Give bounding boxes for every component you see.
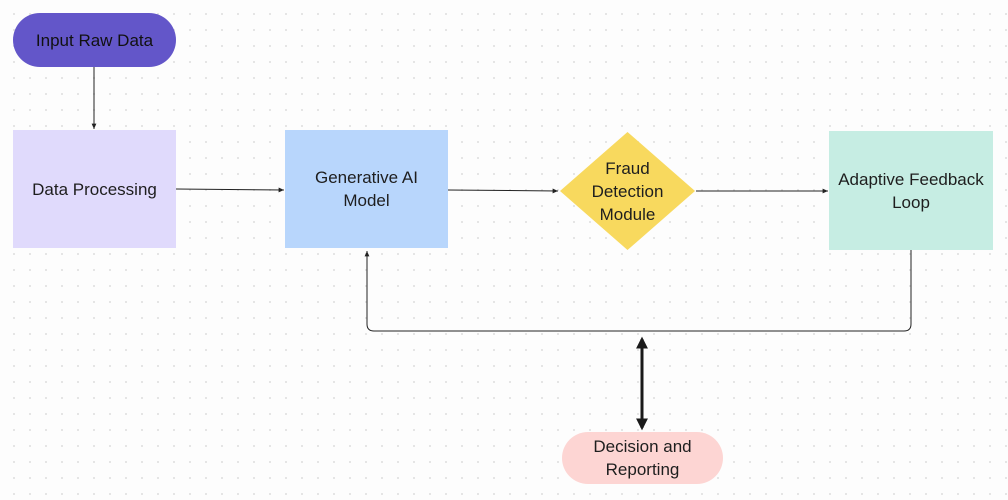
- node-input-raw-data-label: Input Raw Data: [35, 30, 154, 50]
- node-adaptive-feedback-loop-label: Adaptive Feedback Loop: [838, 169, 984, 212]
- edge-feedback-loop-to-genai: [364, 250, 912, 332]
- node-data-processing: Data Processing: [13, 130, 176, 248]
- edge-genai-to-fraud: [447, 188, 559, 194]
- node-input-raw-data: Input Raw Data: [13, 13, 176, 67]
- node-adaptive-feedback-loop: Adaptive Feedback Loop: [829, 131, 993, 250]
- node-data-processing-label: Data Processing: [32, 179, 157, 199]
- node-fraud-detection-module: Fraud Detection Module: [559, 131, 696, 251]
- node-decision-and-reporting-label: Decision and Reporting: [593, 437, 692, 479]
- node-generative-ai-model: Generative AI Model: [285, 130, 448, 248]
- node-fraud-detection-module-label: Fraud Detection Module: [591, 158, 664, 224]
- node-decision-and-reporting: Decision and Reporting: [562, 432, 723, 484]
- decision-diamond-shape: [560, 132, 695, 250]
- node-generative-ai-model-label: Generative AI Model: [314, 168, 418, 210]
- edge-processing-to-genai: [175, 187, 285, 193]
